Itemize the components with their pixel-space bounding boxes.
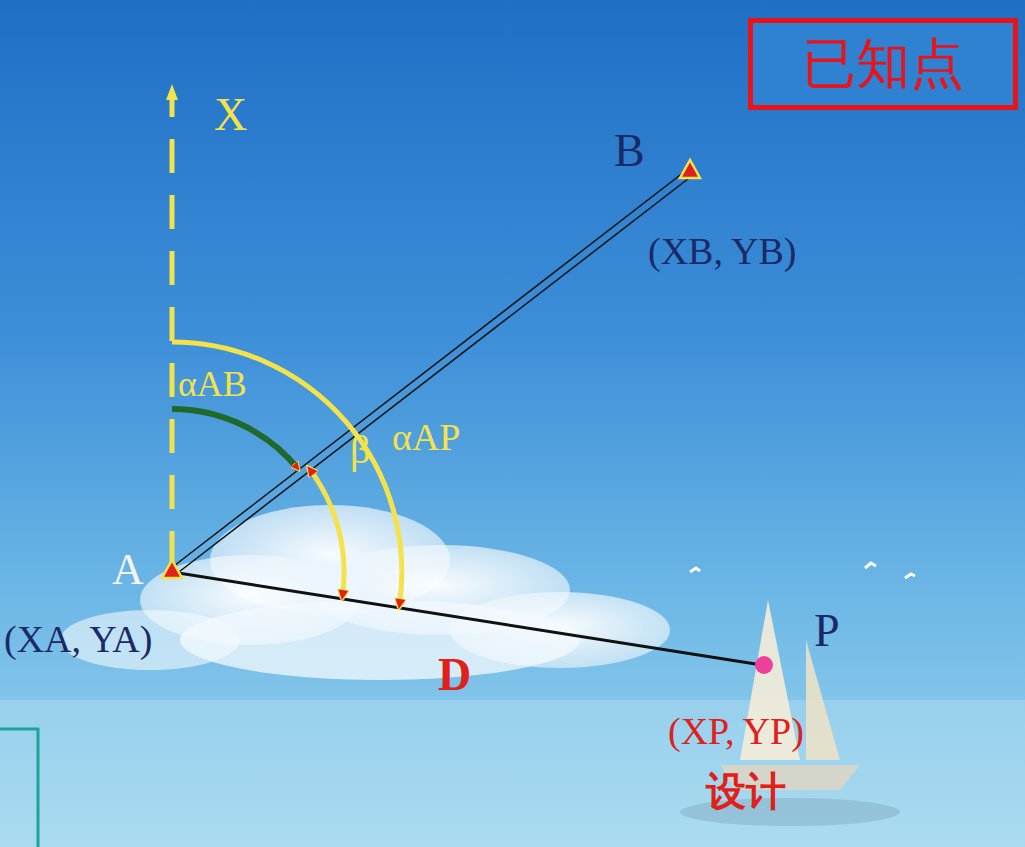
sail: [806, 640, 840, 760]
coordinate-label: (XB, YB): [648, 232, 796, 270]
coordinate-label: (XA, YA): [4, 620, 152, 658]
alpha-ap-arc: [172, 342, 402, 608]
point-b: [680, 160, 700, 178]
frame-bracket: [0, 729, 38, 847]
point-a: [162, 560, 182, 578]
bird: [905, 574, 915, 578]
angle-label: αAB: [178, 366, 247, 402]
x-axis: [170, 100, 175, 565]
angle-label: αAP: [392, 418, 461, 456]
bird: [865, 563, 876, 568]
point-name: P: [814, 608, 840, 654]
design-note: 设计: [706, 772, 786, 812]
distance-label: D: [438, 652, 471, 698]
coordinate-label: (XP, YP): [668, 712, 804, 750]
line-ab-stroke: [170, 169, 688, 569]
point-p: [755, 656, 773, 674]
axis-arrowhead: [166, 84, 178, 100]
beta-arc: [308, 467, 344, 599]
line-ab: [170, 169, 693, 575]
axis-label: X: [214, 92, 247, 138]
box-title: 已知点: [802, 34, 964, 93]
point-name: A: [112, 548, 144, 592]
angle-label: β: [350, 430, 370, 470]
legend-box: 已知点: [748, 18, 1018, 110]
line-ab-stroke: [175, 175, 693, 575]
alpha-ab-arc: [172, 409, 299, 470]
bird: [690, 568, 700, 572]
point-name: B: [614, 128, 645, 174]
sea-haze: [0, 700, 1025, 847]
